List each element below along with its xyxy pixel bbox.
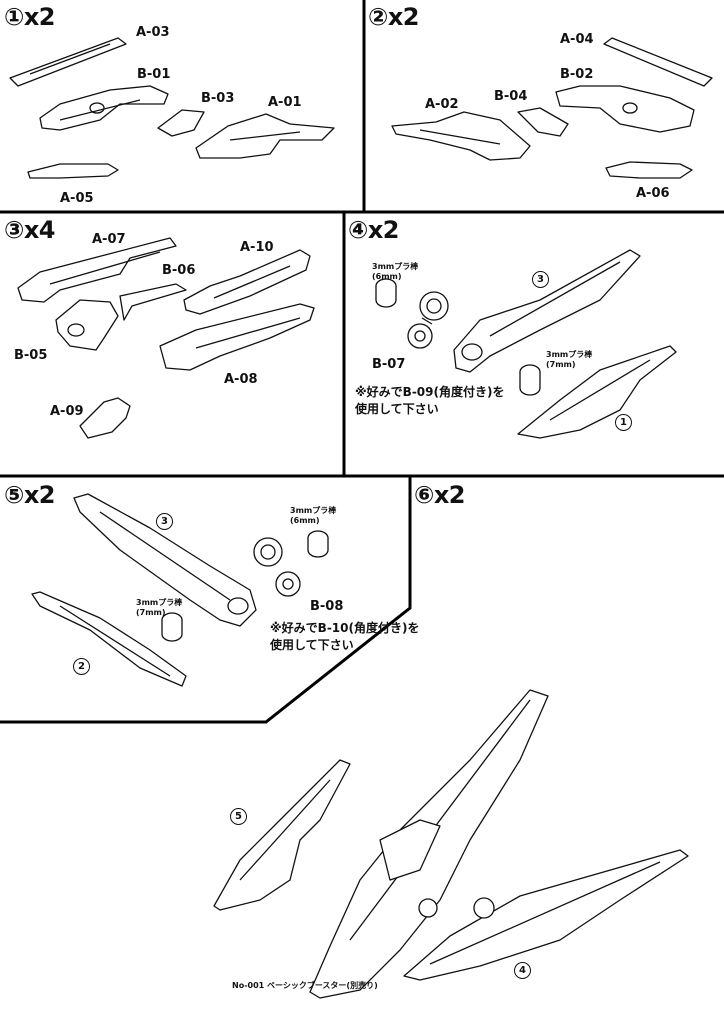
step-5-header: ⑤x2: [4, 481, 56, 509]
rod-label-6mm-p5: 3mmプラ棒 (6mm): [290, 506, 337, 525]
part-a01-drawing: [195, 113, 335, 159]
marker-2-p5: 2: [73, 658, 90, 675]
part-b01-drawing: [39, 85, 169, 131]
label-b07: B-07: [372, 357, 406, 372]
label-a06: A-06: [636, 186, 670, 201]
part-a08-drawing: [159, 303, 315, 371]
part-a07-drawing: [17, 237, 177, 303]
rod-7mm-p5: [161, 612, 183, 642]
marker-3-p4: 3: [532, 271, 549, 288]
assembly-3-p4: [453, 249, 641, 373]
marker-1-p4: 1: [615, 414, 632, 431]
step-4-header: ④x2: [348, 216, 400, 244]
rod-label-7mm-p5: 3mmプラ棒 (7mm): [136, 598, 183, 617]
part-a05-drawing: [27, 163, 119, 179]
label-b06: B-06: [162, 263, 196, 278]
rod-6mm-p5: [307, 530, 329, 558]
assembly-5-final: [213, 759, 351, 911]
rod-6mm-p4: [375, 278, 397, 308]
step-1-header: ①x2: [4, 3, 56, 31]
footer-product-note: No-001 ベーシックブースター(別売り): [232, 981, 378, 990]
part-a06-drawing: [605, 161, 693, 179]
marker-5-final: 5: [230, 808, 247, 825]
label-a10: A-10: [240, 240, 274, 255]
step-3-header: ③x4: [4, 216, 56, 244]
label-a03: A-03: [136, 25, 170, 40]
assembly-1-p4: [517, 345, 677, 439]
assembly-3-p5: [73, 493, 257, 627]
step-2-header: ②x2: [368, 3, 420, 31]
part-a04-drawing: [603, 37, 713, 87]
label-b01: B-01: [137, 67, 171, 82]
label-a01: A-01: [268, 95, 302, 110]
label-b05: B-05: [14, 348, 48, 363]
assembly-2-p5: [31, 591, 187, 687]
note-b10: ※好みでB-10(角度付き)を 使用して下さい: [270, 621, 420, 652]
note-b09: ※好みでB-09(角度付き)を 使用して下さい: [355, 385, 505, 416]
part-a09-drawing: [79, 397, 131, 439]
label-a07: A-07: [92, 232, 126, 247]
part-b07-drawing: [407, 291, 449, 349]
part-b05-drawing: [55, 299, 119, 351]
label-a08: A-08: [224, 372, 258, 387]
label-a02: A-02: [425, 97, 459, 112]
label-a04: A-04: [560, 32, 594, 47]
marker-4-final: 4: [514, 962, 531, 979]
part-b08-drawing: [253, 537, 301, 597]
part-a02-drawing: [391, 111, 531, 161]
label-b02: B-02: [560, 67, 594, 82]
part-a03-drawing: [9, 37, 127, 87]
label-b04: B-04: [494, 89, 528, 104]
marker-3-p5: 3: [156, 513, 173, 530]
assembly-4-final: [403, 849, 689, 981]
label-b03: B-03: [201, 91, 235, 106]
part-b02-drawing: [555, 85, 695, 133]
part-b06-drawing: [119, 283, 187, 321]
part-b03-drawing: [157, 109, 205, 137]
label-a09: A-09: [50, 404, 84, 419]
rod-7mm-p4: [519, 364, 541, 396]
part-a10-drawing: [183, 249, 311, 315]
step-6-header: ⑥x2: [414, 481, 466, 509]
final-booster-main: [309, 689, 549, 999]
label-a05: A-05: [60, 191, 94, 206]
rod-label-6mm-p4: 3mmプラ棒 (6mm): [372, 262, 419, 281]
part-b04-drawing: [517, 107, 569, 137]
label-b08: B-08: [310, 599, 344, 614]
rod-label-7mm-p4: 3mmプラ棒 (7mm): [546, 350, 593, 369]
